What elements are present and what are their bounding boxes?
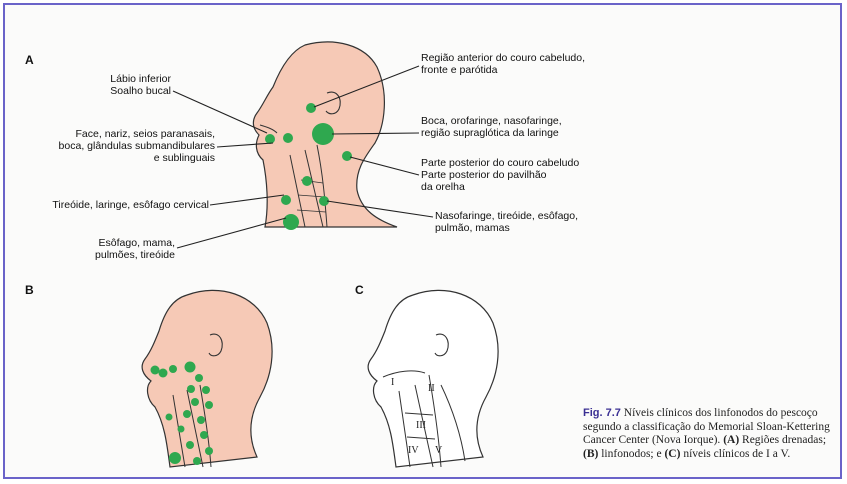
caption-text-2: Regiões drenadas; [739, 434, 826, 446]
label-posterior-line2: Parte posterior do pavilhão [421, 169, 579, 181]
caption-b: (B) [583, 448, 598, 460]
label-posterior-line3: da orelha [421, 181, 579, 193]
label-face: Face, nariz, seios paranasais, boca, glâ… [25, 128, 215, 164]
label-boca-line2: região supraglótica da laringe [421, 127, 562, 139]
label-regiao-line2: fronte e parótida [421, 64, 585, 76]
label-labio-line2: Soalho bucal [45, 85, 171, 97]
level-iv-label: IV [408, 445, 419, 456]
label-face-line2: boca, glândulas submandibulares [25, 140, 215, 152]
node-a6 [302, 176, 312, 186]
figure-frame: I II III IV V A B C Lábio inferior Soalh… [3, 3, 842, 479]
label-nasofaringe-line1: Nasofaringe, tireóide, esôfago, [435, 210, 578, 222]
label-nasofaringe-line2: pulmão, mamas [435, 222, 578, 234]
label-regiao-line1: Região anterior do couro cabeludo, [421, 52, 585, 64]
label-tireoide: Tireóide, laringe, esôfago cervical [15, 199, 209, 211]
label-nasofaringe: Nasofaringe, tireóide, esôfago, pulmão, … [435, 210, 578, 234]
node-a3 [265, 134, 275, 144]
label-boca-line1: Boca, orofaringe, nasofaringe, [421, 115, 562, 127]
node-a7 [281, 195, 291, 205]
caption-fig-number: Fig. 7.7 [583, 407, 621, 419]
label-face-line3: e sublinguais [25, 152, 215, 164]
caption-a: (A) [723, 434, 739, 446]
label-esofago-line1: Esôfago, mama, [65, 237, 175, 249]
label-labio: Lábio inferior Soalho bucal [45, 73, 171, 97]
caption-text-3: linfonodos; e [598, 448, 664, 460]
label-posterior-line1: Parte posterior do couro cabeludo [421, 157, 579, 169]
label-boca: Boca, orofaringe, nasofaringe, região su… [421, 115, 562, 139]
label-regiao: Região anterior do couro cabeludo, front… [421, 52, 585, 76]
label-tireoide-line1: Tireóide, laringe, esôfago cervical [15, 199, 209, 211]
node-a4 [283, 133, 293, 143]
panel-c-letter: C [355, 283, 364, 297]
label-esofago: Esôfago, mama, pulmões, tireóide [65, 237, 175, 261]
label-posterior: Parte posterior do couro cabeludo Parte … [421, 157, 579, 193]
figure-caption: Fig. 7.7 Níveis clínicos dos linfonodos … [583, 407, 833, 461]
level-iii-label: III [416, 420, 426, 431]
figure-page: I II III IV V A B C Lábio inferior Soalh… [5, 5, 842, 479]
label-esofago-line2: pulmões, tireóide [65, 249, 175, 261]
level-i-label: I [391, 377, 394, 388]
node-a8 [283, 214, 299, 230]
panel-a-letter: A [25, 53, 34, 67]
caption-text-4: níveis clínicos de I a V. [680, 448, 790, 460]
label-labio-line1: Lábio inferior [45, 73, 171, 85]
panel-b-letter: B [25, 283, 34, 297]
level-v-label: V [435, 445, 443, 456]
level-ii-label: II [428, 383, 435, 394]
node-a5 [342, 151, 352, 161]
node-a2 [312, 123, 334, 145]
node-a1 [306, 103, 316, 113]
caption-c: (C) [664, 448, 680, 460]
label-face-line1: Face, nariz, seios paranasais, [25, 128, 215, 140]
